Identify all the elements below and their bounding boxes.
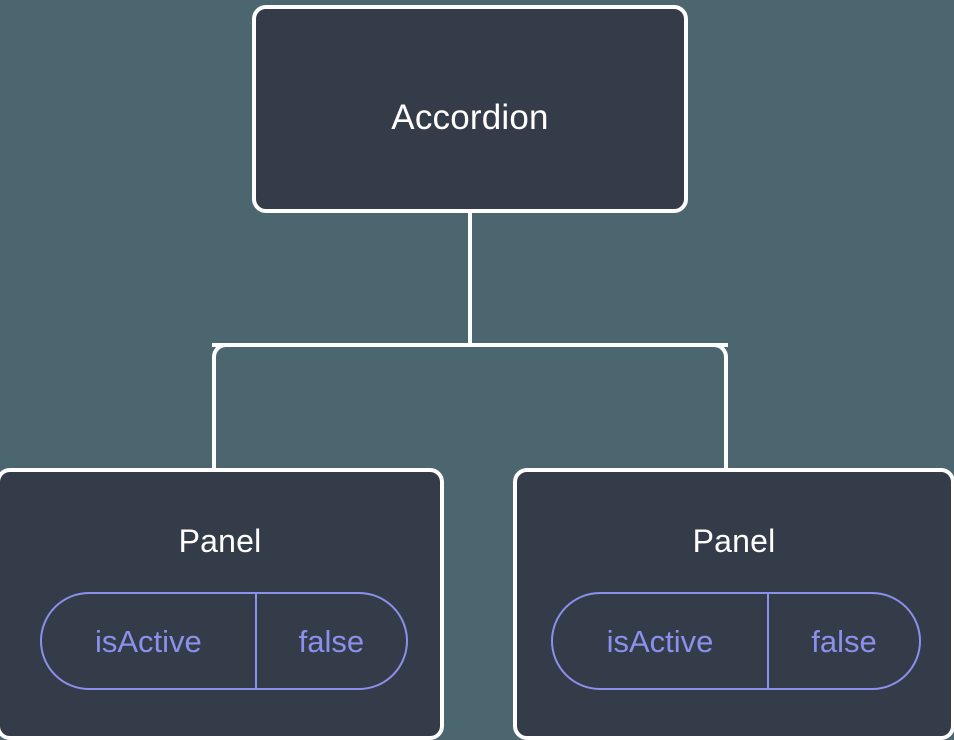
node-accordion[interactable]: Accordion [252,5,688,213]
edge-accordion-to-split [468,209,472,347]
node-panel-right[interactable]: Panel isActive false [513,468,954,740]
state-value-label: false [811,623,877,659]
state-key-label: isActive [553,594,769,688]
state-badge-panel-right[interactable]: isActive false [551,592,921,690]
edge-split-to-panel-right [724,360,728,470]
edge-corner-left [212,343,238,369]
node-panel-left-label: Panel [178,523,262,559]
node-panel-left[interactable]: Panel isActive false [0,468,444,740]
state-key-label: isActive [42,594,257,688]
edge-split-to-panel-left [212,360,216,470]
node-panel-right-label: Panel [692,523,776,559]
state-badge-panel-left[interactable]: isActive false [40,592,408,690]
node-accordion-label: Accordion [391,98,549,137]
edge-corner-right [702,343,728,369]
state-value-label: false [298,623,365,659]
edge-split-bar [212,343,728,347]
